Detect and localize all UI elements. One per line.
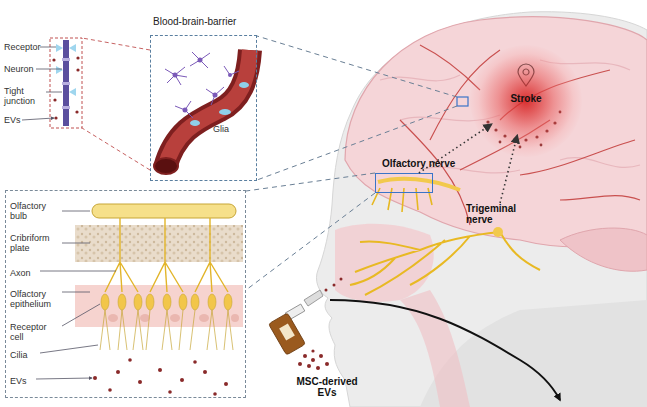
node-text: EVs xyxy=(10,376,50,386)
ev-dots-epithelium xyxy=(93,358,228,396)
head-silhouette xyxy=(316,12,647,407)
neuron-segment xyxy=(63,40,69,126)
node-text: Cribriform plate xyxy=(10,233,62,253)
node-text: Olfactory nerve xyxy=(382,158,472,169)
cribriform-plate xyxy=(75,225,243,262)
glia-bodies xyxy=(173,58,233,113)
dotted-arrow xyxy=(500,136,517,203)
olfactory-tract xyxy=(378,179,460,190)
olfactory-bulb xyxy=(92,204,236,218)
cerebellum xyxy=(560,228,647,271)
ev-dots-zoom xyxy=(52,56,79,119)
brain xyxy=(345,17,647,247)
zoom-leader xyxy=(82,38,150,170)
part-label: Neuron xyxy=(4,64,64,74)
trigeminal-ganglion xyxy=(493,227,503,237)
nerve-label: Trigeminal nerve xyxy=(466,203,528,227)
inset-box: Olfactory bulbCribriform plateAxonOlfact… xyxy=(5,190,246,398)
brain-vessel xyxy=(400,45,640,225)
ev-dots-spray xyxy=(298,349,329,370)
blood-vessel xyxy=(165,50,250,168)
part-label: Tight junction xyxy=(4,86,46,106)
node-text: Olfactory bulb xyxy=(10,201,60,221)
node-text: Blood-brain-barrier xyxy=(153,17,303,27)
blood-vessel-inner xyxy=(165,50,250,168)
node-text: Receptor cell xyxy=(10,322,60,342)
node-text: Cilia xyxy=(10,350,50,360)
receptors xyxy=(56,44,76,96)
dotted-arrow xyxy=(419,124,491,173)
axons xyxy=(105,218,228,292)
trigeminal-nerve-branches xyxy=(350,232,540,295)
stroke-region: Stroke xyxy=(470,45,582,157)
zoom-box: Olfactory nerve xyxy=(375,173,433,193)
node-text: Glia xyxy=(213,124,253,134)
node-text: Stroke xyxy=(496,93,556,104)
cilia xyxy=(100,310,233,350)
inset-box: Blood-brain-barrierGlia xyxy=(150,35,257,181)
throat xyxy=(400,290,470,407)
tight-junctions xyxy=(62,58,70,109)
receptor-cells xyxy=(101,294,232,310)
node-text: Trigeminal nerve xyxy=(466,203,528,225)
nasal-cavity xyxy=(335,224,434,302)
olfactory-nerve-fibers xyxy=(372,188,432,212)
vessel-lumen xyxy=(154,158,178,174)
ev-dots-nose xyxy=(325,278,343,292)
zoom-square xyxy=(457,97,468,106)
part-label: Receptor xyxy=(4,42,64,52)
olfactory-epithelium xyxy=(75,285,243,327)
label-pointer xyxy=(22,47,62,120)
node-text: Axon xyxy=(10,268,50,278)
glia-cells xyxy=(165,52,239,118)
part-label: EVs xyxy=(4,115,44,125)
support-cells xyxy=(108,314,239,322)
zoom-box xyxy=(50,38,82,128)
nasal-spray xyxy=(268,290,323,355)
flow-arrow xyxy=(330,300,560,400)
astrocyte-endfeet xyxy=(190,82,249,126)
part-label: MSC-derived EVs xyxy=(292,376,362,398)
node-text: Olfactory epithelium xyxy=(10,289,64,309)
